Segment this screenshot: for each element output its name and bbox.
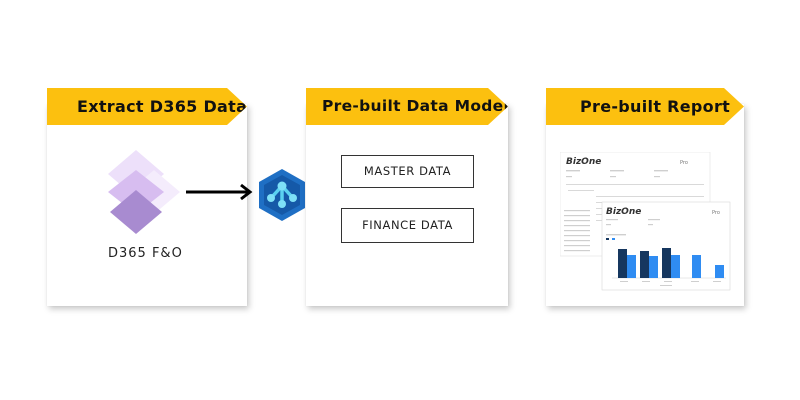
svg-text:Pro: Pro [712, 210, 720, 216]
synapse-hexagon-icon [259, 169, 305, 221]
svg-text:Pro: Pro [680, 160, 688, 166]
data-model-banner: Pre-built Data Model [306, 88, 508, 125]
data-model-card [306, 104, 508, 306]
d365-caption: D365 F&O [108, 246, 183, 261]
finance-data-box: FINANCE DATA [341, 208, 474, 243]
master-data-box: MASTER DATA [341, 155, 474, 188]
report-banner: Pre-built Report [546, 88, 744, 125]
d365-diamond-icon [108, 150, 180, 234]
right-arrow-icon [186, 183, 253, 201]
extract-banner: Extract D365 Data [47, 88, 247, 125]
brand-logo-front: BizOne [606, 207, 641, 217]
brand-logo-back: BizOne [566, 157, 601, 167]
report-preview: BizOne [560, 152, 731, 291]
